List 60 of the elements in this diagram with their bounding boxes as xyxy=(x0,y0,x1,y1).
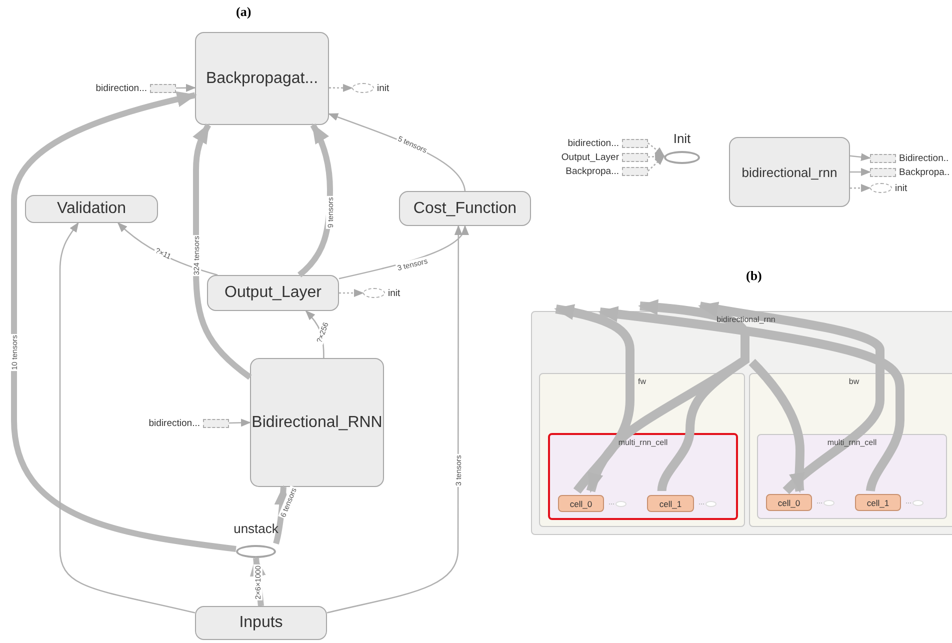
arrow xyxy=(648,155,665,172)
node-label: bidirectional_rnn xyxy=(716,315,776,324)
node-label: bw xyxy=(848,377,860,386)
process-box xyxy=(195,606,327,640)
node-label: Cost_Function xyxy=(413,200,517,218)
process-box xyxy=(195,32,329,125)
node-label: bidirection... xyxy=(148,418,200,428)
panel-label: (b) xyxy=(746,268,762,284)
arrow xyxy=(850,168,871,176)
arrow xyxy=(648,152,665,161)
node-label: cell_1 xyxy=(866,498,890,508)
node-label: cell_1 xyxy=(659,498,682,508)
arrow xyxy=(338,225,467,280)
process-box xyxy=(250,358,384,487)
node-label: Backpropa... xyxy=(566,166,619,176)
arrow xyxy=(329,84,353,92)
node-label: multi_rnn_cell xyxy=(827,438,877,447)
process-box xyxy=(729,137,850,207)
arrow xyxy=(59,222,196,614)
node-label: init xyxy=(377,82,390,94)
group-box xyxy=(548,433,738,520)
node-label: bidirection... xyxy=(568,138,619,148)
arrow xyxy=(11,91,236,552)
node-label: init xyxy=(895,182,908,194)
arrow xyxy=(326,225,462,614)
arrow xyxy=(176,84,196,92)
arrow xyxy=(297,123,333,278)
node-label: Bidirectional_RNN xyxy=(252,414,382,432)
arrow xyxy=(554,304,634,494)
node-label: Backpropa.. xyxy=(899,166,950,178)
node-label: cell_0 xyxy=(570,498,592,508)
node-label: Inputs xyxy=(239,614,283,632)
arrow xyxy=(586,358,744,493)
node-label: Backpropagat... xyxy=(206,70,318,88)
node-label: Validation xyxy=(56,200,126,218)
node-label: Bidirection.. xyxy=(899,152,949,164)
arrow xyxy=(748,358,806,493)
arrow xyxy=(228,418,251,427)
node-label: fw xyxy=(638,377,646,386)
node-label: cell_0 xyxy=(778,498,800,508)
arrow xyxy=(117,222,218,276)
node-label: Init xyxy=(673,132,691,146)
arrow xyxy=(638,299,750,492)
node-label: unstack xyxy=(234,522,278,536)
arrow xyxy=(648,142,665,157)
node-label: multi_rnn_cell xyxy=(618,438,668,447)
panel-label: (a) xyxy=(236,4,252,20)
process-box xyxy=(399,191,531,226)
arrow xyxy=(598,306,904,492)
node-label: bidirection... xyxy=(96,82,147,94)
process-box xyxy=(25,195,158,223)
node-label: init xyxy=(388,288,400,298)
arrow xyxy=(850,153,871,162)
node-label: bidirectional_rnn xyxy=(742,164,838,180)
process-box xyxy=(207,275,339,311)
arrow xyxy=(339,289,364,297)
arrow xyxy=(850,184,871,192)
node-label: Output_Layer xyxy=(224,284,322,302)
arrow xyxy=(698,301,884,494)
node-label: Output_Layer xyxy=(561,152,619,162)
